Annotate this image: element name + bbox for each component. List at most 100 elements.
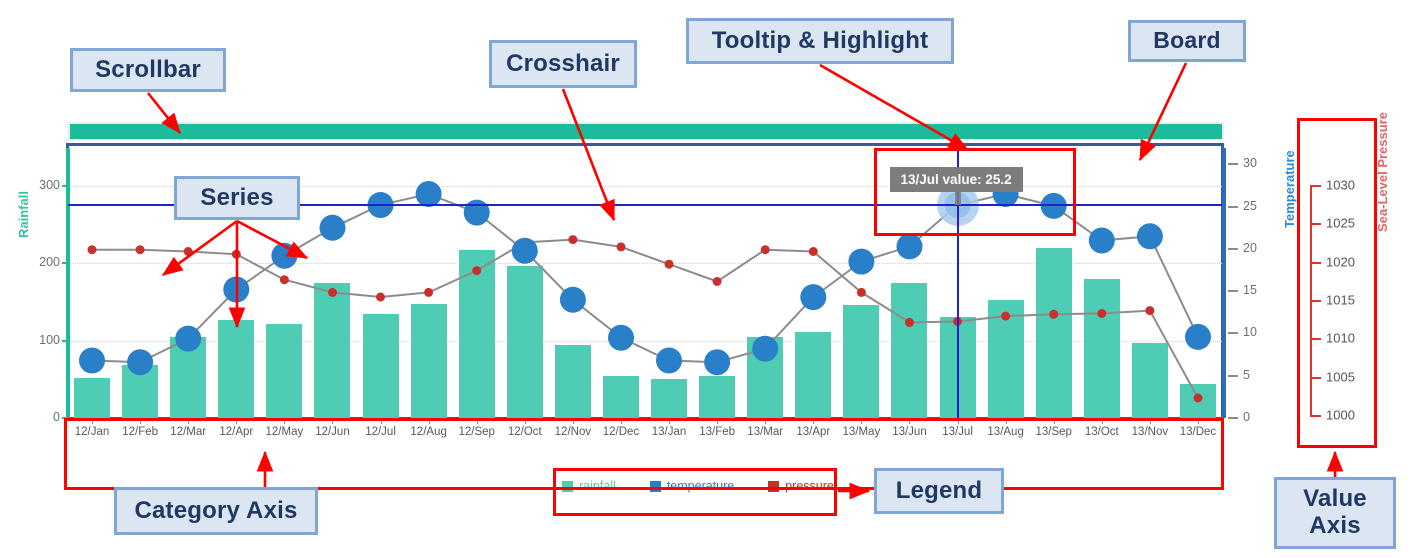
category-tick-label[interactable]: 13/Oct — [1084, 426, 1119, 438]
pressure-tick-mark — [1310, 338, 1321, 341]
category-tick-label[interactable]: 12/Dec — [602, 426, 640, 438]
crosshair-vertical — [956, 145, 959, 418]
category-tick-label[interactable]: 12/Aug — [410, 426, 447, 438]
pressure-tick-mark — [1310, 415, 1321, 417]
category-tick-mark — [284, 419, 286, 424]
category-tick-mark — [188, 419, 190, 424]
category-tick-mark — [1149, 419, 1151, 424]
bar[interactable] — [506, 266, 543, 418]
category-tick-label[interactable]: 12/Apr — [219, 426, 254, 438]
scrollbar-thumb[interactable] — [70, 124, 1222, 139]
pressure-tick-label: 1020 — [1326, 254, 1355, 270]
temperature-axis-title: Temperature — [1282, 150, 1297, 228]
bar[interactable] — [699, 376, 736, 418]
category-tick-label[interactable]: 13/Jul — [942, 426, 973, 438]
value-axis-label-line1: Value — [1303, 485, 1367, 513]
temperature-tick-label: 0 — [1243, 410, 1250, 424]
annotation-label-category-axis: Category Axis — [114, 487, 318, 535]
category-tick-label[interactable]: 12/Nov — [554, 426, 592, 438]
category-tick-mark — [717, 419, 719, 424]
bar[interactable] — [314, 282, 351, 418]
category-tick-mark — [813, 419, 815, 424]
bar[interactable] — [651, 379, 688, 418]
category-tick-mark — [236, 419, 238, 424]
bar[interactable] — [891, 282, 928, 418]
pressure-tick-label: 1010 — [1326, 330, 1355, 346]
category-tick-label[interactable]: 13/Nov — [1131, 426, 1169, 438]
annotation-label-legend: Legend — [874, 468, 1004, 514]
category-tick-mark — [1197, 419, 1199, 424]
annotation-outline-value-axis — [1297, 118, 1377, 448]
annotation-outline-category-axis — [64, 418, 1224, 490]
bar[interactable] — [1131, 342, 1168, 418]
category-tick-label[interactable]: 13/Sep — [1035, 426, 1072, 438]
category-tick-label[interactable]: 13/Jan — [651, 426, 687, 438]
annotation-outline-legend — [553, 468, 837, 516]
category-tick-label[interactable]: 12/Feb — [122, 426, 159, 438]
bar[interactable] — [554, 344, 591, 418]
temperature-tick-label: 20 — [1243, 240, 1257, 255]
category-tick-label[interactable]: 13/Jun — [892, 426, 927, 438]
bar[interactable] — [1179, 383, 1216, 418]
pressure-tick-mark — [1310, 223, 1321, 226]
category-tick-mark — [1053, 419, 1055, 424]
category-tick-label[interactable]: 13/Apr — [796, 426, 831, 438]
category-tick-label[interactable]: 12/Jun — [315, 426, 350, 438]
category-tick-label[interactable]: 12/Jan — [74, 426, 110, 438]
annotation-label-value-axis: Value Axis — [1274, 477, 1396, 549]
category-tick-mark — [572, 419, 574, 424]
value-axis-label-line2: Axis — [1309, 512, 1361, 539]
category-tick-mark — [476, 419, 478, 424]
category-tick-mark — [380, 419, 382, 424]
category-tick-label[interactable]: 12/May — [265, 426, 304, 438]
bar[interactable] — [266, 323, 303, 418]
bar[interactable] — [170, 336, 207, 418]
category-tick-label[interactable]: 13/Mar — [747, 426, 784, 438]
bar[interactable] — [602, 376, 639, 418]
rainfall-tick-mark — [62, 184, 69, 187]
temperature-tick-label: 25 — [1243, 198, 1257, 213]
rainfall-tick-label: 300 — [39, 177, 60, 192]
temperature-axis-line — [1222, 148, 1226, 418]
category-tick-label[interactable]: 13/Dec — [1179, 426, 1217, 438]
category-tick-mark — [428, 419, 430, 424]
rainfall-tick-mark — [62, 262, 69, 265]
bar[interactable] — [1035, 247, 1072, 418]
pressure-tick-label: 1030 — [1326, 177, 1355, 193]
category-tick-mark — [92, 419, 94, 424]
temperature-tick-mark — [1228, 417, 1238, 419]
bar[interactable] — [74, 377, 111, 418]
temperature-tick-label: 15 — [1243, 283, 1257, 298]
category-tick-label[interactable]: 12/Oct — [507, 426, 542, 438]
category-tick-label[interactable]: 13/May — [842, 426, 881, 438]
temperature-tick-mark — [1228, 374, 1238, 377]
legend-swatch-icon — [562, 480, 573, 492]
pressure-tick-mark — [1310, 185, 1321, 187]
rainfall-tick-label: 100 — [39, 332, 60, 347]
temperature-tick-mark — [1228, 332, 1238, 335]
pressure-tick-mark — [1310, 376, 1321, 379]
category-tick-label[interactable]: 13/Feb — [699, 426, 736, 438]
pressure-tick-mark — [1310, 300, 1321, 302]
category-tick-label[interactable]: 12/Jul — [365, 426, 396, 438]
bar[interactable] — [122, 365, 159, 418]
bar[interactable] — [747, 336, 784, 418]
bar[interactable] — [362, 313, 399, 418]
pressure-axis-spine — [1310, 185, 1312, 415]
category-tick-mark — [765, 419, 767, 424]
category-tick-label[interactable]: 13/Aug — [987, 426, 1024, 438]
category-tick-mark — [669, 419, 671, 424]
annotation-label-crosshair: Crosshair — [489, 40, 637, 88]
pressure-tick-label: 1000 — [1326, 407, 1355, 423]
bar[interactable] — [458, 250, 495, 418]
bar[interactable] — [843, 305, 880, 418]
category-tick-mark — [140, 419, 142, 424]
bar[interactable] — [1083, 278, 1120, 418]
category-tick-label[interactable]: 12/Sep — [458, 426, 495, 438]
bar[interactable] — [410, 304, 447, 418]
bar[interactable] — [218, 319, 255, 418]
bar[interactable] — [795, 332, 832, 418]
category-tick-label[interactable]: 12/Mar — [170, 426, 207, 438]
bar[interactable] — [987, 299, 1024, 418]
annotation-label-scrollbar: Scrollbar — [70, 48, 226, 92]
